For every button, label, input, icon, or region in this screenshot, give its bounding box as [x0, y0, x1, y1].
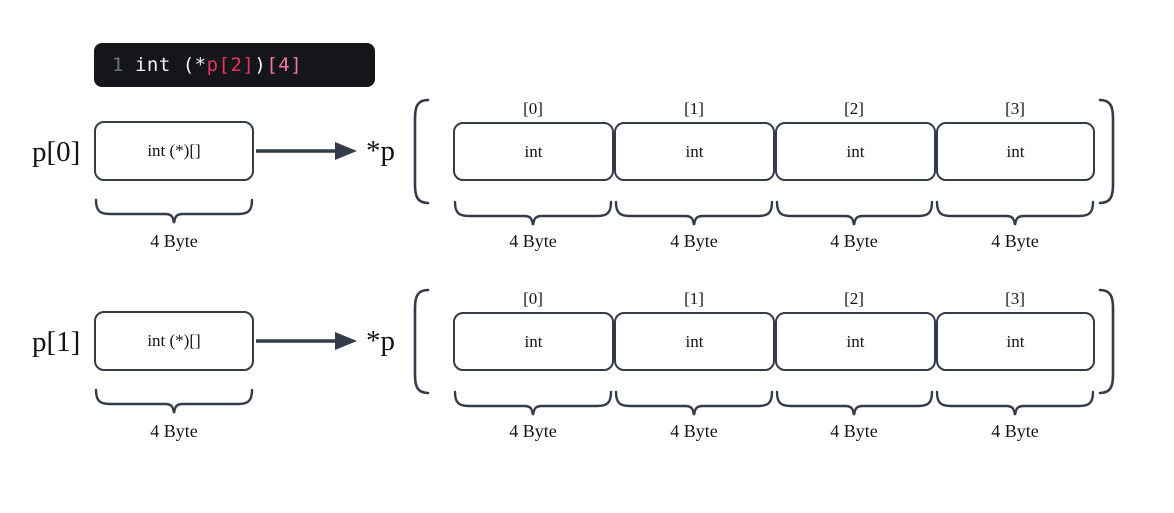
array-bracket-right-row-0: [1098, 98, 1115, 205]
pointer-cell-row-1: int (*)[]: [94, 311, 254, 371]
code-segment-index: [2]: [218, 54, 255, 76]
array-cell-row-1-3: int: [936, 312, 1095, 371]
array-size-label-row-0-2: 4 Byte: [830, 231, 878, 251]
array-index-label-row-0-0: [0]: [523, 99, 543, 118]
deref-label-row-0: *p: [366, 135, 395, 167]
pointer-label-row-1: p[1]: [32, 326, 81, 358]
array-cell-row-0-0: int: [453, 122, 614, 181]
pointer-arrow-row-1: [256, 332, 357, 350]
array-cell-row-1-2: int: [775, 312, 936, 371]
code-segment-plain-1: int (*: [134, 54, 207, 76]
array-size-label-row-0-3: 4 Byte: [991, 231, 1039, 251]
array-size-label-row-1-3: 4 Byte: [991, 421, 1039, 441]
array-size-braces-row-0: [453, 200, 1095, 226]
code-block: 1 int (*p[2])[4]: [94, 43, 375, 87]
code-segment-bracket: [4]: [266, 54, 303, 76]
array-index-label-row-1-1: [1]: [684, 289, 704, 308]
array-index-label-row-0-2: [2]: [844, 99, 864, 118]
pointer-size-label-row-1: 4 Byte: [150, 421, 198, 441]
array-size-label-row-0-0: 4 Byte: [509, 231, 557, 251]
code-line-number: 1: [112, 54, 124, 76]
pointer-size-brace-row-1: [94, 388, 254, 414]
array-index-label-row-0-1: [1]: [684, 99, 704, 118]
array-index-label-row-1-3: [3]: [1005, 289, 1025, 308]
array-cell-row-1-0: int: [453, 312, 614, 371]
code-segment-identifier: p: [206, 54, 219, 76]
pointer-cell-row-0: int (*)[]: [94, 121, 254, 181]
pointer-label-row-0: p[0]: [32, 136, 81, 168]
code-segment-plain-2: ): [254, 54, 267, 76]
array-index-label-row-1-0: [0]: [523, 289, 543, 308]
array-cell-row-0-2: int: [775, 122, 936, 181]
array-bracket-left-row-0: [413, 98, 430, 205]
array-index-label-row-0-3: [3]: [1005, 99, 1025, 118]
array-size-label-row-1-1: 4 Byte: [670, 421, 718, 441]
array-bracket-right-row-1: [1098, 288, 1115, 395]
array-bracket-left-row-1: [413, 288, 430, 395]
pointer-size-label-row-0: 4 Byte: [150, 231, 198, 251]
array-size-label-row-1-2: 4 Byte: [830, 421, 878, 441]
array-index-label-row-1-2: [2]: [844, 289, 864, 308]
array-cell-row-1-1: int: [614, 312, 775, 371]
array-size-braces-row-1: [453, 390, 1095, 416]
array-cell-row-0-3: int: [936, 122, 1095, 181]
array-size-label-row-0-1: 4 Byte: [670, 231, 718, 251]
pointer-size-brace-row-0: [94, 198, 254, 224]
array-size-label-row-1-0: 4 Byte: [509, 421, 557, 441]
array-cell-row-0-1: int: [614, 122, 775, 181]
pointer-arrow-row-0: [256, 142, 357, 160]
deref-label-row-1: *p: [366, 325, 395, 357]
